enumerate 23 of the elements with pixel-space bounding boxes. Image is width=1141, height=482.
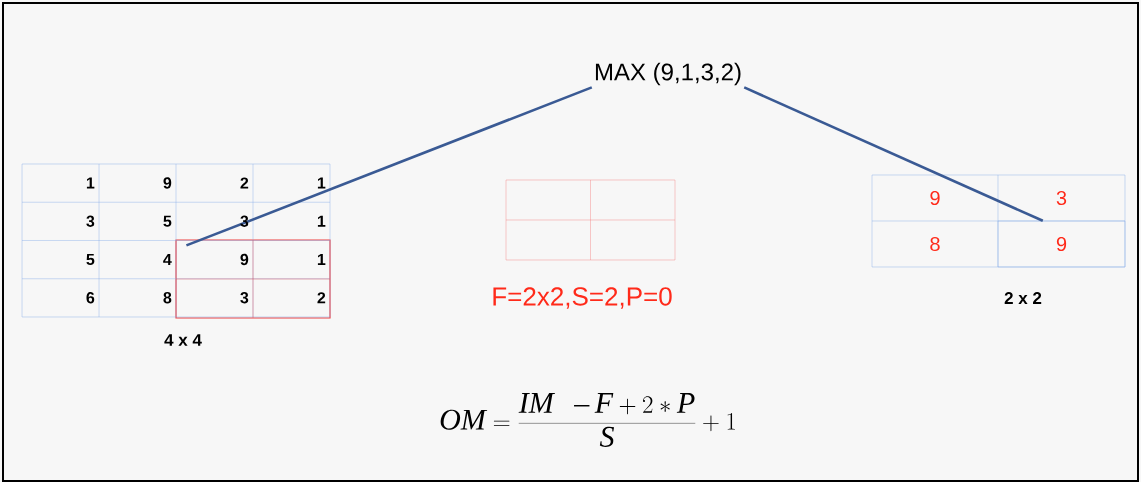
grid-number: 9 — [163, 177, 172, 189]
grid-number: 1 — [86, 177, 95, 189]
grid-number: 2 — [317, 292, 326, 304]
formula: $OM = \frac{IM\ \ - F + 2 * P}{S} + 1$ — [440, 393, 735, 447]
grid-number: 5 — [163, 215, 172, 227]
grid-number: 3 — [86, 215, 95, 227]
function-text: MAX (9,1,3,2) — [595, 62, 741, 86]
grid-number: 2 — [240, 177, 249, 189]
parameter-text: F=2x2,S=2,P=0 — [493, 287, 672, 309]
grid-number: 1 — [317, 177, 326, 189]
grid-number: 5 — [86, 253, 95, 266]
connector-line — [743, 86, 1044, 222]
output-number: 9 — [930, 190, 940, 206]
grid-number: 9 — [240, 253, 249, 266]
output-number: 8 — [930, 236, 940, 252]
size-label: 4 x 4 — [164, 334, 202, 346]
grid-number: 6 — [86, 292, 95, 304]
pooling-window — [175, 239, 331, 319]
node-label: 9 — [1056, 236, 1067, 252]
size-label: 2 x 2 — [1004, 292, 1042, 304]
grid-number: 1 — [317, 254, 326, 265]
connector-line — [185, 86, 593, 247]
grid-number: 3 — [240, 292, 249, 304]
